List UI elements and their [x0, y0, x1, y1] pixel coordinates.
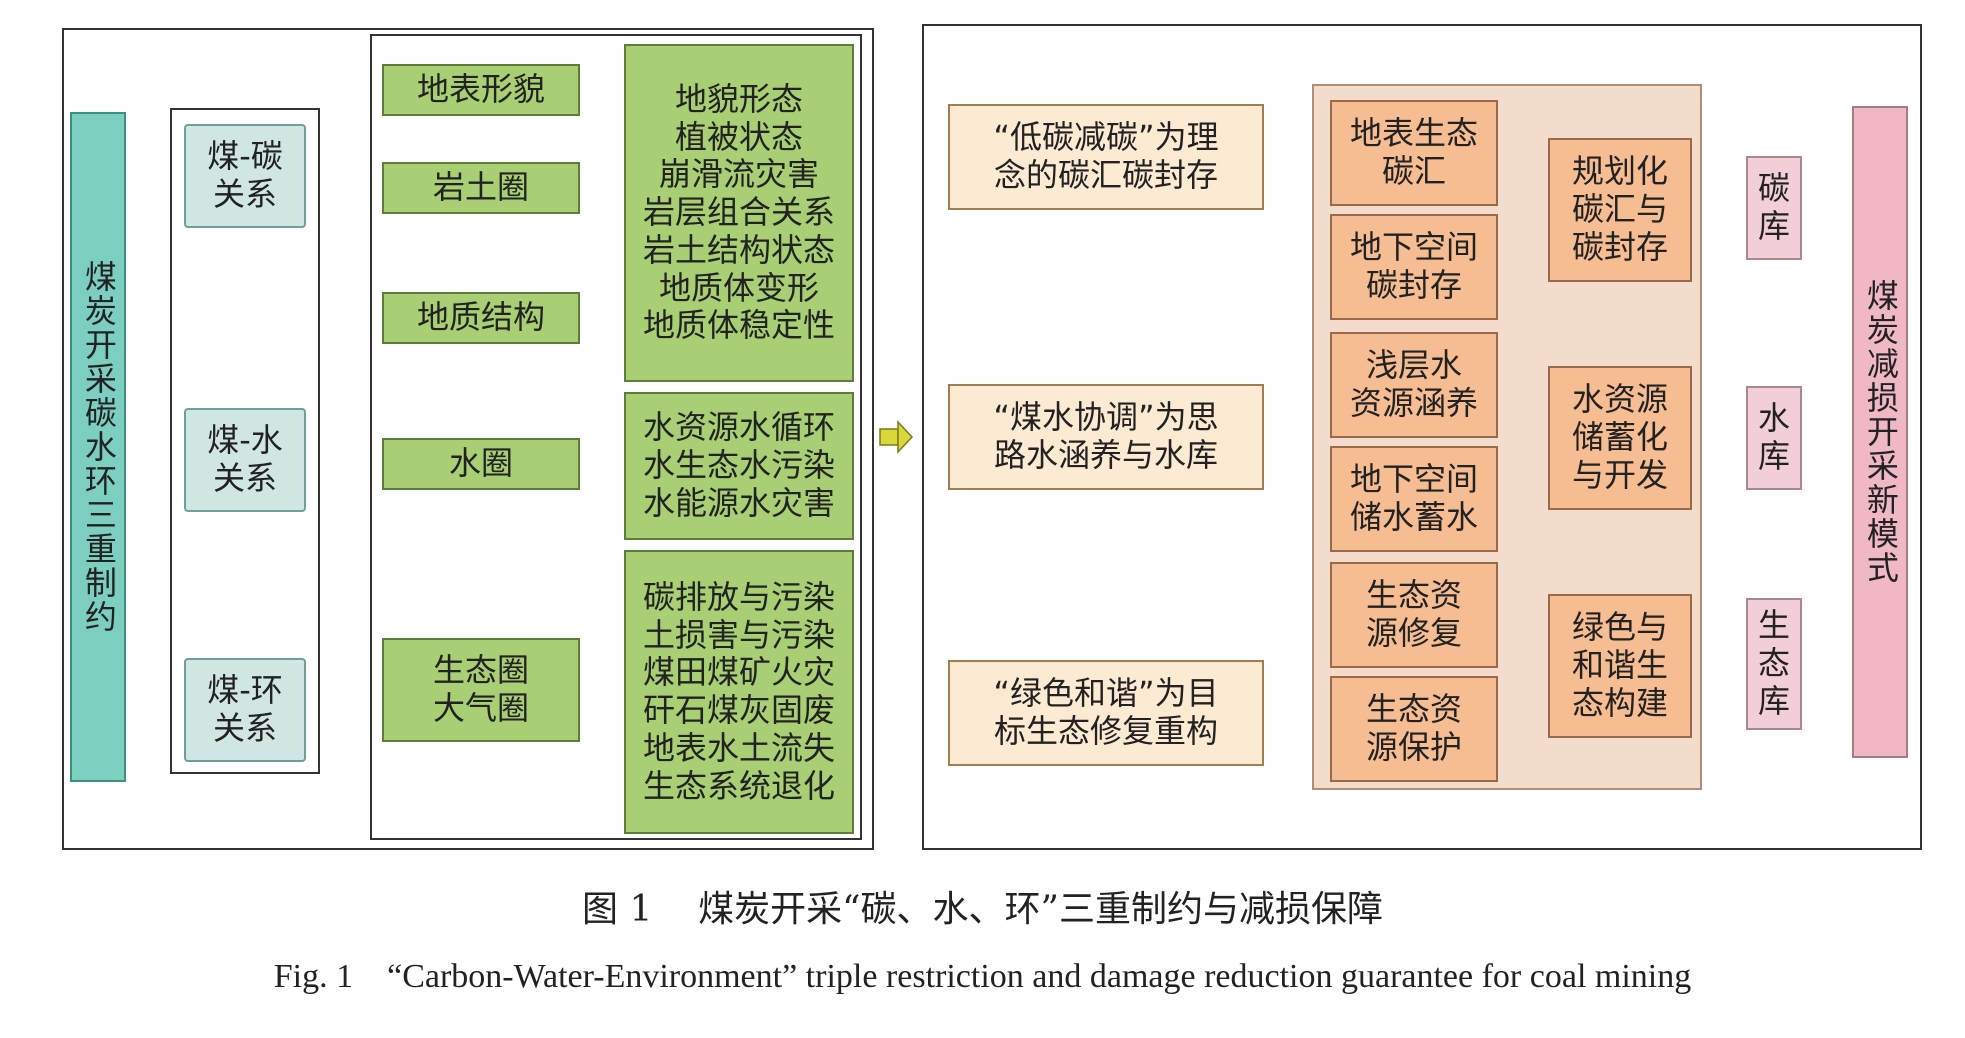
category-hydrosphere: 水圈 [382, 438, 580, 490]
details-geo: 地貌形态 植被状态 崩滑流灾害 岩层组合关系 岩土结构状态 地质体变形 地质体稳… [624, 44, 854, 382]
caption-english: Fig. 1 “Carbon-Water-Environment” triple… [273, 958, 1692, 995]
category-surface-landform: 地表形貌 [382, 64, 580, 116]
measure-underground-carbon-storage: 地下空间 碳封存 [1330, 214, 1498, 320]
caption-chinese: 图 1 煤炭开采“碳、水、环”三重制约与减损保障 [582, 889, 1383, 930]
relation-coal-water: 煤-水 关系 [184, 408, 306, 512]
outcome-carbon: 规划化 碳汇与 碳封存 [1548, 138, 1692, 282]
final-mode-box: 煤炭减损开采新模式 [1852, 106, 1908, 758]
measure-underground-water-storage: 地下空间 储水蓄水 [1330, 446, 1498, 552]
arrow-left-to-right-panel [879, 420, 914, 454]
store-eco: 生 态 库 [1746, 598, 1802, 730]
store-carbon: 碳 库 [1746, 156, 1802, 260]
main-constraint-label: 煤炭开采碳水环三重制约 [79, 260, 118, 634]
relation-coal-carbon: 煤-碳 关系 [184, 124, 306, 228]
category-geological-structure: 地质结构 [382, 292, 580, 344]
concept-low-carbon: “低碳减碳”为理 念的碳汇碳封存 [948, 104, 1264, 210]
category-eco-atmosphere: 生态圈 大气圈 [382, 638, 580, 742]
store-water: 水 库 [1746, 386, 1802, 490]
outcome-eco: 绿色与 和谐生 态构建 [1548, 594, 1692, 738]
category-geosphere: 岩土圈 [382, 162, 580, 214]
concept-green-harmony: “绿色和谐”为目 标生态修复重构 [948, 660, 1264, 766]
final-mode-label: 煤炭减损开采新模式 [1861, 279, 1900, 585]
details-water: 水资源水循环 水生态水污染 水能源水灾害 [624, 392, 854, 540]
outcome-water: 水资源 储蓄化 与开发 [1548, 366, 1692, 510]
concept-coal-water: “煤水协调”为思 路水涵养与水库 [948, 384, 1264, 490]
main-constraint-box: 煤炭开采碳水环三重制约 [70, 112, 126, 782]
measure-eco-restoration: 生态资 源修复 [1330, 562, 1498, 668]
details-eco: 碳排放与污染 土损害与污染 煤田煤矿火灾 矸石煤灰固废 地表水土流失 生态系统退… [624, 550, 854, 834]
measure-shallow-water-conservation: 浅层水 资源涵养 [1330, 332, 1498, 438]
relation-coal-environment: 煤-环 关系 [184, 658, 306, 762]
measure-eco-protection: 生态资 源保护 [1330, 676, 1498, 782]
measure-surface-carbon-sink: 地表生态 碳汇 [1330, 100, 1498, 206]
